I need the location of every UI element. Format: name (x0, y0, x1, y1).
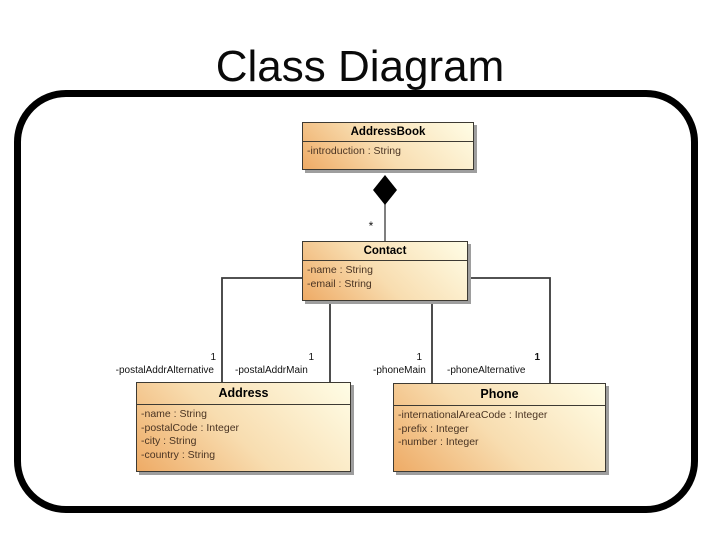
class-phone-name: Phone (394, 384, 605, 406)
role-label-phonemain: -phoneMain (373, 365, 426, 376)
page-title: Class Diagram (215, 42, 505, 91)
multiplicity-postaladdralternative: 1 (210, 352, 216, 363)
class-address-attribute: -city : String (141, 435, 197, 447)
class-address: Address -name : String -postalCode : Int… (136, 382, 351, 472)
diagram-frame (14, 90, 698, 513)
class-contact-attribute: -email : String (307, 277, 372, 290)
class-address-attribute: -postalCode : Integer (141, 421, 240, 434)
role-label-postaladdrmain: -postalAddrMain (235, 365, 308, 376)
class-address-attribute: -country : String (141, 448, 216, 461)
class-phone-attribute: -number : Integer (398, 436, 479, 448)
edge-postaladdralternative (221, 277, 302, 383)
class-address-name: Address (137, 383, 350, 405)
multiplicity-phonealternative: 1 (534, 352, 540, 363)
role-label-postaladdralternative: -postalAddrAlternative (115, 365, 214, 376)
class-contact-name: Contact (303, 242, 467, 261)
composition-multiplicity: * (368, 219, 374, 233)
class-addressbook-name: AddressBook (303, 123, 473, 142)
class-addressbook-attribute: -introduction : String (307, 145, 401, 157)
class-contact-attribute: -name : String (307, 264, 373, 276)
class-address-attribute: -name : String (141, 408, 207, 420)
class-addressbook: AddressBook -introduction : String (302, 122, 474, 170)
class-phone-attribute: -prefix : Integer (398, 422, 469, 435)
role-label-phonealternative: -phoneAlternative (447, 365, 526, 376)
class-phone: Phone -internationalAreaCode : Integer -… (393, 383, 606, 472)
class-phone-attribute: -internationalAreaCode : Integer (398, 409, 548, 421)
class-contact: Contact -name : String -email : String (302, 241, 468, 301)
composition-edge (373, 175, 397, 242)
edge-phonealternative (468, 277, 551, 384)
composition-diamond-icon (373, 175, 397, 205)
multiplicity-postaladdrmain: 1 (308, 352, 314, 363)
multiplicity-phonemain: 1 (416, 352, 422, 363)
